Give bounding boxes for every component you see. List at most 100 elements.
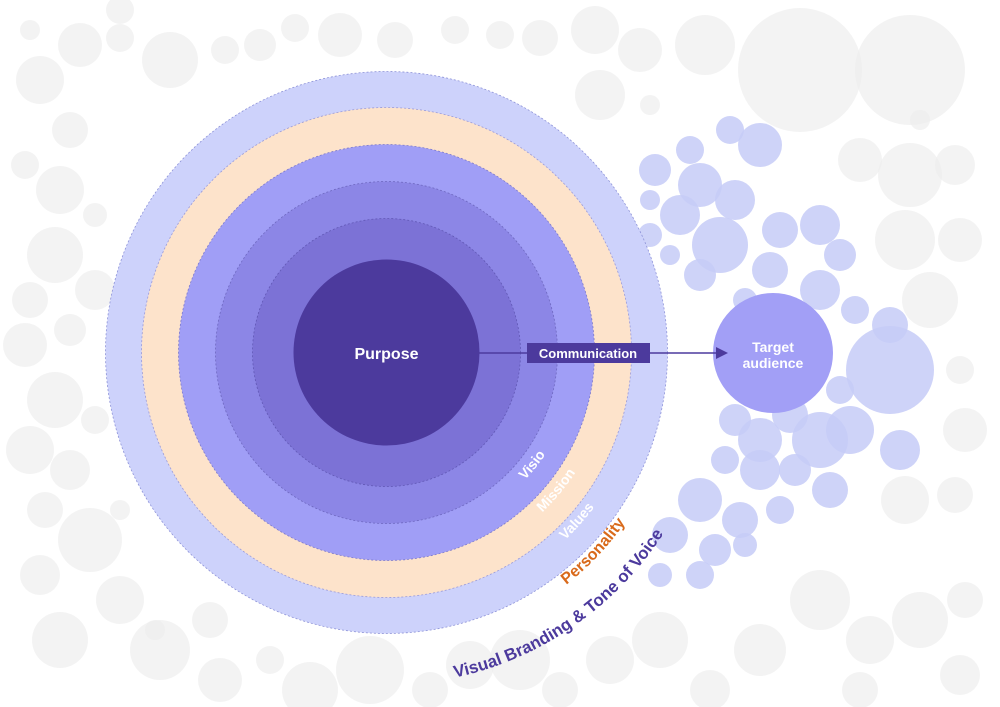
gray-bubble	[20, 555, 60, 595]
gray-bubble	[947, 582, 983, 618]
target-audience-circle	[713, 293, 833, 413]
gray-bubble	[878, 143, 942, 207]
blue-bubble	[678, 478, 722, 522]
gray-bubble	[738, 8, 862, 132]
gray-bubble	[58, 508, 122, 572]
blue-bubble	[738, 418, 782, 462]
gray-bubble	[412, 672, 448, 707]
gray-bubble	[16, 56, 64, 104]
gray-bubble	[75, 270, 115, 310]
blue-bubble	[880, 430, 920, 470]
gray-bubble	[110, 500, 130, 520]
gray-bubble	[838, 138, 882, 182]
gray-bubble	[881, 476, 929, 524]
gray-bubble	[640, 95, 660, 115]
blue-bubble	[684, 259, 716, 291]
gray-bubble	[486, 21, 514, 49]
blue-bubble	[824, 239, 856, 271]
gray-bubble	[145, 620, 165, 640]
gray-bubble	[943, 408, 987, 452]
gray-bubble	[336, 636, 404, 704]
gray-bubble	[50, 450, 90, 490]
gray-bubble	[946, 356, 974, 384]
gray-bubble	[938, 218, 982, 262]
gray-bubble	[675, 15, 735, 75]
gray-bubble	[211, 36, 239, 64]
gray-bubble	[618, 28, 662, 72]
blue-bubble	[800, 270, 840, 310]
target-label-line1: Target	[752, 339, 794, 355]
blue-bubble	[678, 163, 722, 207]
gray-bubble	[54, 314, 86, 346]
gray-bubble	[892, 592, 948, 648]
gray-bubble	[83, 203, 107, 227]
gray-bubble	[446, 641, 494, 689]
blue-bubble	[752, 252, 788, 288]
blue-bubble	[699, 534, 731, 566]
gray-bubble	[377, 22, 413, 58]
blue-bubble	[846, 326, 934, 414]
blue-bubble	[660, 245, 680, 265]
gray-bubble	[632, 612, 688, 668]
gray-bubble	[875, 210, 935, 270]
gray-bubble	[855, 15, 965, 125]
blue-bubble	[800, 205, 840, 245]
gray-bubble	[690, 670, 730, 707]
gray-bubble	[27, 492, 63, 528]
blue-bubble	[676, 136, 704, 164]
blue-bubble	[660, 195, 700, 235]
purpose-circle	[293, 259, 480, 446]
gray-bubble	[244, 29, 276, 61]
blue-bubble	[779, 454, 811, 486]
blue-bubble	[826, 376, 854, 404]
gray-bubble	[318, 13, 362, 57]
gray-bubble	[282, 662, 338, 707]
gray-bubble	[11, 151, 39, 179]
gray-bubble	[52, 112, 88, 148]
gray-bubble	[20, 20, 40, 40]
gray-bubble	[256, 646, 284, 674]
gray-bubble	[846, 616, 894, 664]
blue-bubble	[812, 472, 848, 508]
gray-bubble	[281, 14, 309, 42]
gray-bubble	[27, 372, 83, 428]
blue-bubble	[652, 517, 688, 553]
arrow-head-icon	[716, 347, 728, 359]
blue-bubble	[686, 561, 714, 589]
gray-bubble	[106, 24, 134, 52]
blue-bubble	[639, 154, 671, 186]
gray-bubble	[790, 570, 850, 630]
gray-bubble	[36, 166, 84, 214]
gray-bubble	[441, 16, 469, 44]
gray-bubble	[902, 272, 958, 328]
decorative-gray-bubbles	[3, 0, 987, 707]
gray-bubble	[522, 20, 558, 56]
gray-bubble	[935, 145, 975, 185]
blue-bubble	[711, 446, 739, 474]
gray-bubble	[58, 23, 102, 67]
blue-bubble	[766, 496, 794, 524]
gray-bubble	[937, 477, 973, 513]
blue-bubble	[640, 190, 660, 210]
gray-bubble	[32, 612, 88, 668]
gray-bubble	[734, 624, 786, 676]
target-label-line2: audience	[743, 355, 804, 371]
gray-bubble	[192, 602, 228, 638]
gray-bubble	[542, 672, 578, 707]
blue-bubble	[648, 563, 672, 587]
blue-bubble	[733, 533, 757, 557]
gray-bubble	[106, 0, 134, 24]
blue-bubble	[692, 217, 748, 273]
gray-bubble	[96, 576, 144, 624]
blue-bubble	[841, 296, 869, 324]
gray-bubble	[940, 655, 980, 695]
blue-bubble	[792, 412, 848, 468]
gray-bubble	[81, 406, 109, 434]
blue-bubble	[740, 450, 780, 490]
gray-bubble	[198, 658, 242, 702]
communication-label: Communication	[539, 346, 637, 361]
gray-bubble	[842, 672, 878, 707]
gray-bubble	[130, 620, 190, 680]
